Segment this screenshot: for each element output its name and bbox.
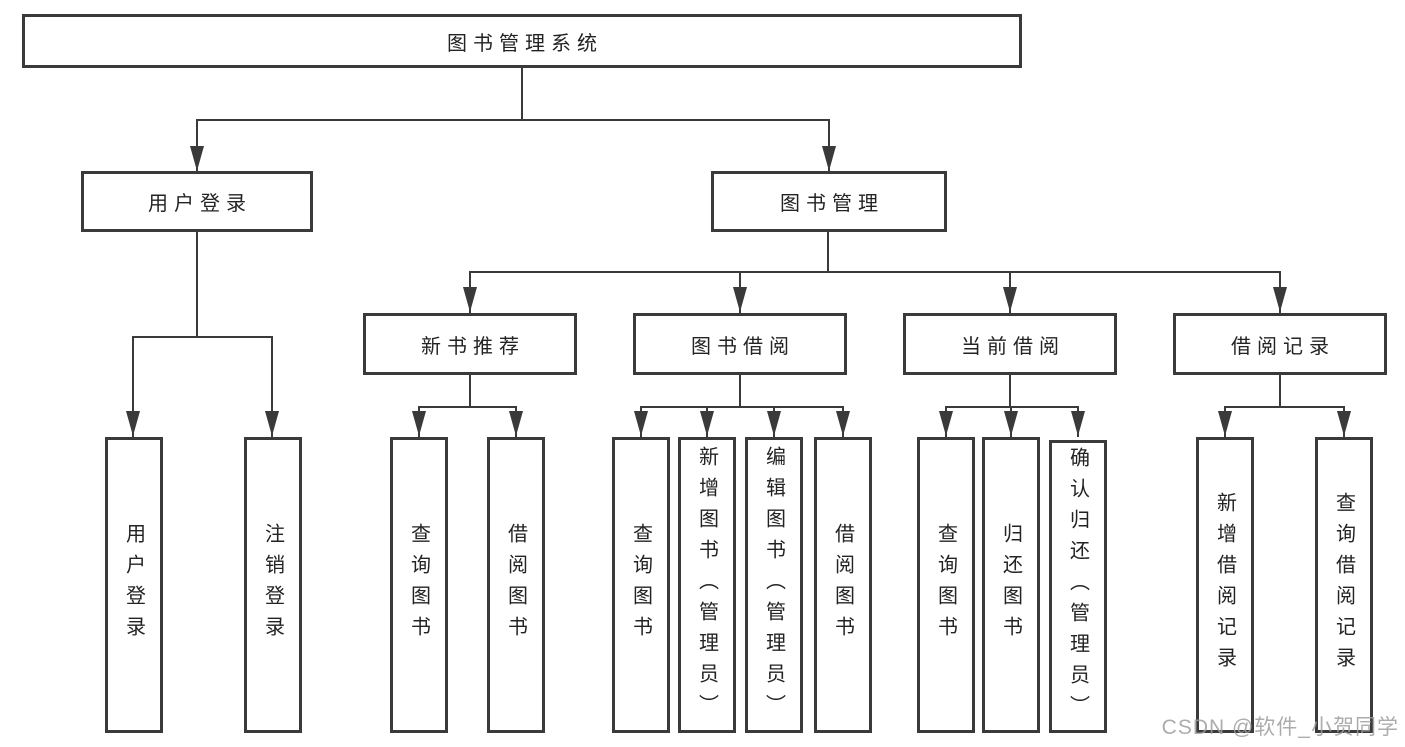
node-borrowing-records: 借阅记录 bbox=[1173, 313, 1387, 375]
node-label: 图书管理 bbox=[780, 193, 884, 215]
arrow-down-icon bbox=[1004, 411, 1018, 436]
leaf-add-borrow-record: 新增借阅记录 bbox=[1196, 437, 1254, 733]
leaf-label: 查询借阅记录 bbox=[1332, 492, 1355, 678]
leaf-label: 编辑图书（管理员） bbox=[762, 445, 785, 725]
connector-line bbox=[196, 232, 198, 337]
leaf-label: 用户登录 bbox=[122, 523, 145, 647]
leaf-borrow-books-1: 借阅图书 bbox=[487, 437, 545, 733]
leaf-logout: 注销登录 bbox=[244, 437, 302, 733]
node-label: 图书管理系统 bbox=[447, 32, 603, 55]
node-label: 图书借阅 bbox=[691, 335, 795, 358]
leaf-label: 新增图书（管理员） bbox=[695, 445, 718, 725]
node-book-borrowing: 图书借阅 bbox=[633, 313, 847, 375]
leaf-label: 注销登录 bbox=[261, 523, 284, 647]
arrow-down-icon bbox=[1003, 287, 1017, 312]
connector-line bbox=[739, 375, 741, 408]
arrow-down-icon bbox=[822, 146, 836, 171]
connector-line bbox=[469, 375, 471, 408]
leaf-query-books-3: 查询图书 bbox=[917, 437, 975, 733]
leaf-label: 查询图书 bbox=[934, 523, 957, 647]
arrow-down-icon bbox=[700, 411, 714, 436]
arrow-down-icon bbox=[1071, 411, 1085, 436]
leaf-add-books-admin: 新增图书（管理员） bbox=[678, 437, 736, 733]
leaf-label: 查询图书 bbox=[629, 523, 652, 647]
connector-line bbox=[1009, 375, 1011, 408]
arrow-down-icon bbox=[634, 411, 648, 436]
csdn-watermark: CSDN @软件_小贺同学 bbox=[1161, 716, 1399, 739]
connector-line bbox=[132, 336, 134, 437]
node-current-borrowing: 当前借阅 bbox=[903, 313, 1117, 375]
arrow-down-icon bbox=[190, 146, 204, 171]
connector-line bbox=[1279, 375, 1281, 408]
leaf-label: 确认归还（管理员） bbox=[1066, 447, 1089, 726]
arrow-down-icon bbox=[1273, 287, 1287, 312]
arrow-down-icon bbox=[265, 411, 279, 436]
connector-line bbox=[945, 406, 1079, 408]
leaf-user-login: 用户登录 bbox=[105, 437, 163, 733]
connector-line bbox=[196, 119, 830, 121]
connector-line bbox=[521, 68, 523, 120]
leaf-label: 归还图书 bbox=[999, 523, 1022, 647]
connector-line bbox=[828, 119, 830, 172]
leaf-query-books-1: 查询图书 bbox=[390, 437, 448, 733]
arrow-down-icon bbox=[939, 411, 953, 436]
leaf-label: 查询图书 bbox=[407, 523, 430, 647]
connector-line bbox=[196, 119, 198, 172]
leaf-label: 借阅图书 bbox=[831, 523, 854, 647]
connector-line bbox=[640, 406, 844, 408]
node-new-book-recommend: 新书推荐 bbox=[363, 313, 577, 375]
connector-line bbox=[827, 232, 829, 273]
leaf-label: 借阅图书 bbox=[504, 523, 527, 647]
node-user-login: 用户登录 bbox=[81, 171, 313, 232]
connector-line bbox=[271, 336, 273, 437]
leaf-query-borrow-record: 查询借阅记录 bbox=[1315, 437, 1373, 733]
arrow-down-icon bbox=[463, 287, 477, 312]
arrow-down-icon bbox=[126, 411, 140, 436]
node-label: 用户登录 bbox=[148, 193, 252, 215]
leaf-query-books-2: 查询图书 bbox=[612, 437, 670, 733]
leaf-return-books: 归还图书 bbox=[982, 437, 1040, 733]
leaf-confirm-return-admin: 确认归还（管理员） bbox=[1049, 440, 1107, 733]
connector-line bbox=[132, 336, 273, 338]
connector-line bbox=[1224, 406, 1345, 408]
node-label: 借阅记录 bbox=[1231, 335, 1335, 358]
connector-line bbox=[418, 406, 517, 408]
node-book-management: 图书管理 bbox=[711, 171, 947, 232]
arrow-down-icon bbox=[836, 411, 850, 436]
node-label: 当前借阅 bbox=[961, 335, 1065, 358]
leaf-label: 新增借阅记录 bbox=[1213, 492, 1236, 678]
arrow-down-icon bbox=[509, 411, 523, 436]
arrow-down-icon bbox=[767, 411, 781, 436]
arrow-down-icon bbox=[412, 411, 426, 436]
node-label: 新书推荐 bbox=[421, 335, 525, 358]
connector-line bbox=[469, 271, 1281, 273]
leaf-borrow-books-2: 借阅图书 bbox=[814, 437, 872, 733]
arrow-down-icon bbox=[1337, 411, 1351, 436]
arrow-down-icon bbox=[733, 287, 747, 312]
arrow-down-icon bbox=[1218, 411, 1232, 436]
node-library-management-system: 图书管理系统 bbox=[22, 14, 1022, 68]
leaf-edit-books-admin: 编辑图书（管理员） bbox=[745, 437, 803, 733]
